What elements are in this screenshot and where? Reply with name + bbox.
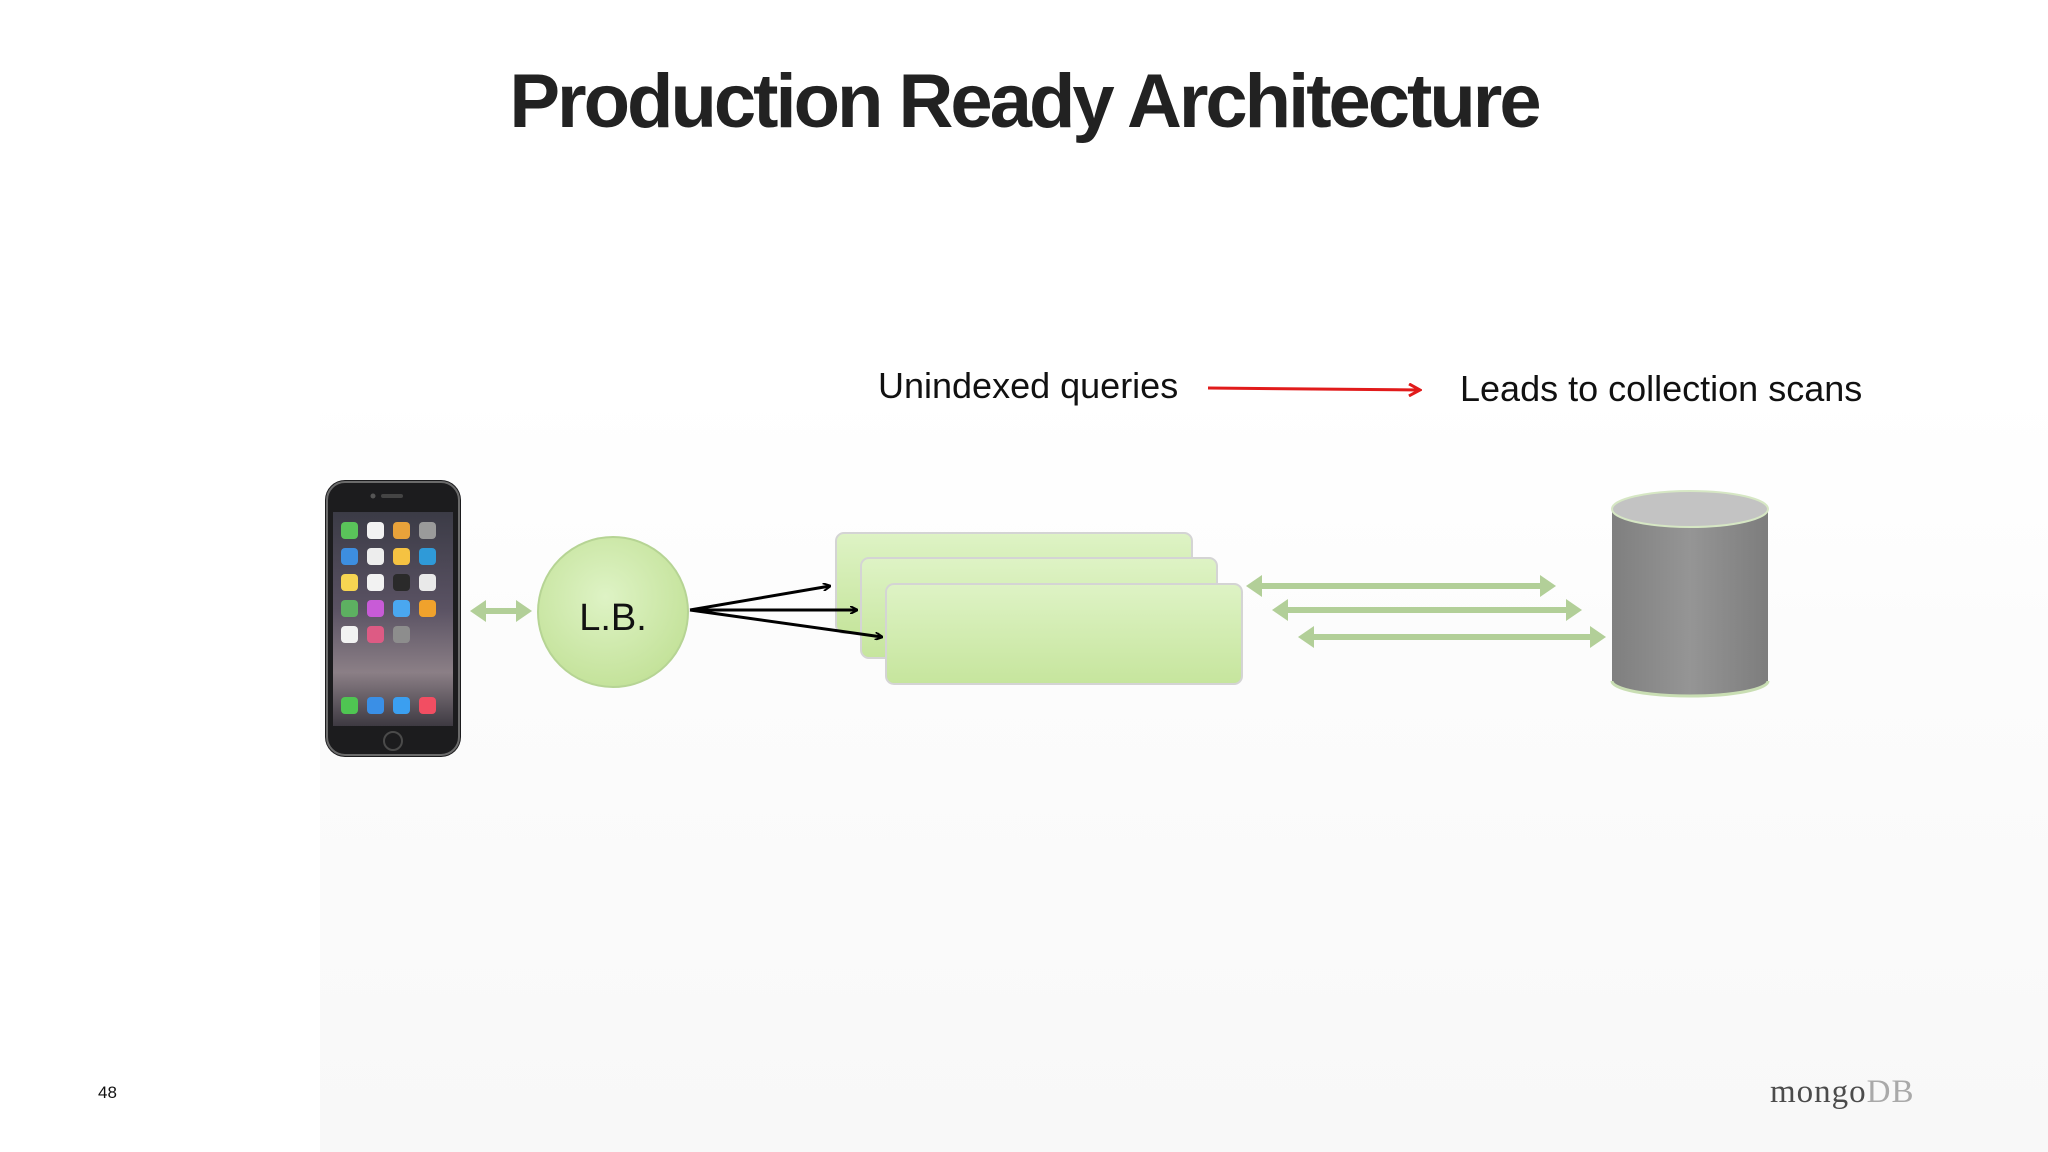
load-balancer-node xyxy=(537,536,689,688)
iphone-icon xyxy=(325,480,461,757)
collection-scans-label: Leads to collection scans xyxy=(1460,368,1862,409)
database-icon xyxy=(1610,490,1770,698)
phone-lb-link xyxy=(470,600,532,622)
logo-mongo-text: mongo xyxy=(1770,1074,1867,1110)
app-server-stack xyxy=(835,532,1243,685)
app-grid xyxy=(341,522,436,714)
server-db-links xyxy=(1246,575,1606,648)
load-balancer-label: L.B. xyxy=(579,597,647,639)
app-server-3 xyxy=(885,583,1243,685)
mongodb-logo: mongoDB xyxy=(1770,1074,1915,1111)
slide-title: Production Ready Architecture xyxy=(509,59,1541,144)
unindexed-queries-label: Unindexed queries xyxy=(878,365,1178,406)
annotation-arrow xyxy=(1207,388,1420,390)
lb-server-arrows xyxy=(689,586,882,637)
logo-db-text: DB xyxy=(1866,1074,1915,1110)
page-number: 48 xyxy=(98,1083,117,1102)
